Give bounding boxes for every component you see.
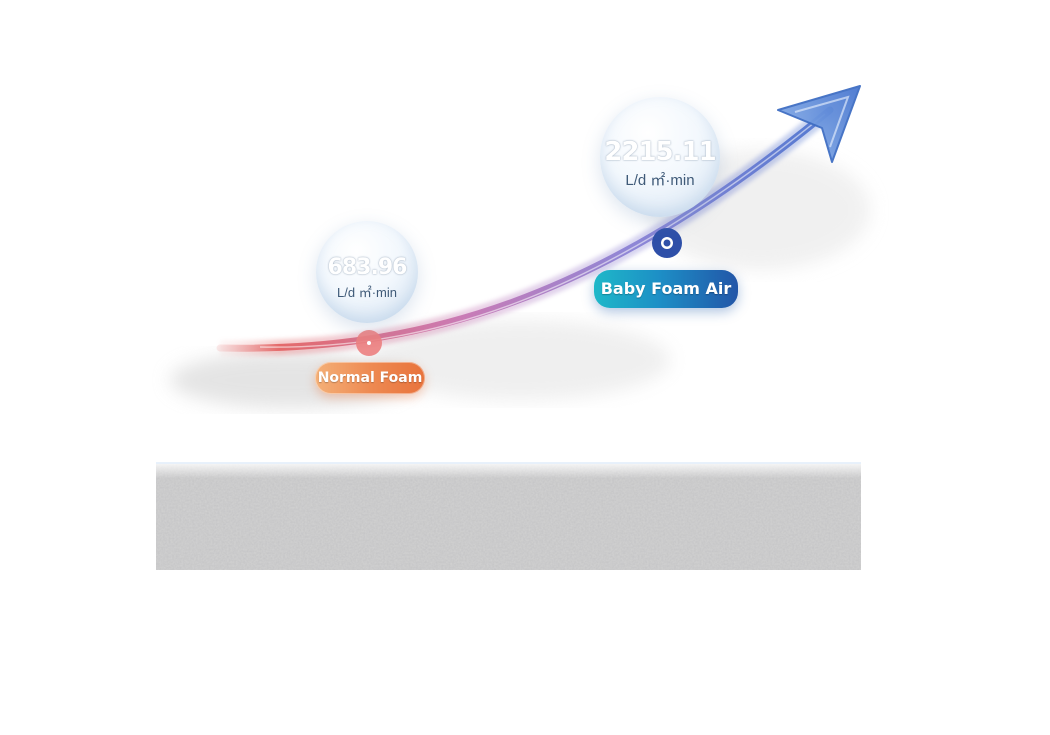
marker-baby-foam-air [652,228,682,258]
label-baby-foam-air: Baby Foam Air [594,270,738,308]
marker-normal-foam [356,330,382,356]
arrow-head-inner [794,95,850,148]
foam-material [156,462,861,570]
normal-foam-value: 683.96 [327,255,408,280]
baby-foam-air-unit: L/d ㎡·min [625,172,695,189]
normal-foam-unit: L/d ㎡·min [337,285,397,300]
arrow-head [777,85,861,163]
bubble-baby-foam-air: 2215.11 L/d ㎡·min [600,97,720,217]
mist-center [370,320,670,400]
bubble-normal-foam: 683.96 L/d ㎡·min [316,221,418,323]
curve-highlight [259,113,826,348]
baby-foam-air-value: 2215.11 [604,137,716,167]
label-normal-foam: Normal Foam [315,362,425,394]
